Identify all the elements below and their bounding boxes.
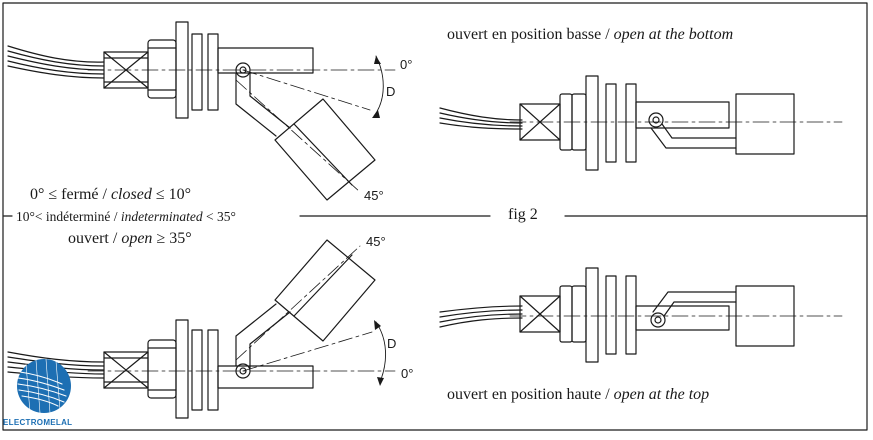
legend-closed-suffix: ≤ 10° (155, 186, 191, 203)
switch-bottom-right (439, 267, 843, 363)
label-zero-bottom: 0° (401, 366, 414, 381)
legend-indeterminate: 10°< indéterminé / indeterminated < 35° (14, 209, 238, 225)
label-45-bottom: 45° (366, 234, 386, 249)
legend-open-prefix: ouvert / (68, 230, 118, 247)
caption-open-bottom: ouvert en position basse / open at the b… (447, 26, 733, 44)
legend-indet-suffix: < 35° (205, 209, 236, 224)
legend-indet-prefix: 10°< indéterminé / (16, 209, 118, 224)
legend-closed: 0° ≤ fermé / closed ≤ 10° (30, 186, 191, 204)
caption-open-bottom-en: open at the bottom (613, 26, 734, 43)
label-zero-top: 0° (400, 57, 413, 72)
legend-closed-en: closed (110, 186, 152, 203)
legend-open-en: open (121, 230, 153, 247)
label-d-bottom: D (387, 336, 397, 351)
caption-open-top-en: open at the top (613, 386, 710, 403)
label-45-top: 45° (364, 188, 384, 203)
legend-open: ouvert / open ≥ 35° (68, 230, 192, 248)
caption-open-bottom-fr: ouvert en position basse / (447, 26, 610, 43)
switch-top-right (439, 75, 843, 171)
figure-label: fig 2 (508, 206, 538, 223)
legend-open-suffix: ≥ 35° (156, 230, 192, 247)
legend-indet-en: indeterminated (120, 209, 203, 224)
figure-border (2, 2, 868, 431)
caption-open-top: ouvert en position haute / open at the t… (447, 386, 709, 404)
brand-name: ELECTROMELAL (3, 418, 73, 427)
label-d-top: D (386, 84, 396, 99)
caption-open-top-fr: ouvert en position haute / (447, 386, 610, 403)
legend-closed-prefix: 0° ≤ fermé / (30, 186, 107, 203)
electromelal-logo (17, 358, 71, 414)
switch-top-left (7, 21, 396, 201)
